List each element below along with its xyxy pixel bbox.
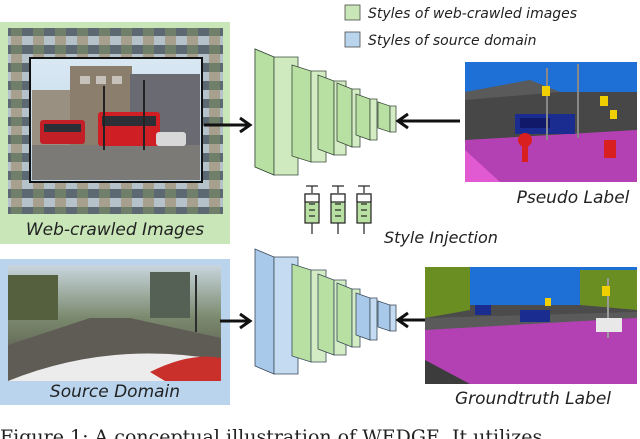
source-domain-panel: Source Domain (0, 259, 230, 405)
legend-swatch-source (344, 31, 361, 48)
syringe-icon (330, 185, 346, 234)
source-block-3 (317, 273, 335, 356)
style-injection-label: Style Injection (384, 228, 498, 247)
source-block-2 (291, 263, 312, 363)
legend-label-source: Styles of source domain (368, 33, 537, 49)
web-block-4 (336, 82, 353, 148)
network-web (254, 48, 397, 176)
syringe-group: Style Injection (304, 185, 498, 247)
source-block-6 (377, 300, 391, 332)
legend-label-web: Styles of web-crawled images (368, 6, 577, 22)
groundtruth-label-caption: Groundtruth Label (455, 389, 611, 409)
network-source (254, 248, 397, 375)
pseudo-label-map (465, 62, 637, 182)
web-crawled-panel: Web-crawled Images (0, 22, 230, 244)
syringe-icon (356, 185, 372, 234)
syringe-icon (304, 185, 320, 234)
source-block-5 (355, 292, 371, 341)
web-crawled-label: Web-crawled Images (26, 220, 204, 240)
source-block-4 (336, 282, 353, 348)
web-block-5 (355, 93, 371, 141)
street-photo (29, 57, 203, 183)
legend-swatch-web (344, 4, 361, 21)
source-domain-label: Source Domain (50, 382, 180, 402)
groundtruth-label-map (425, 267, 637, 384)
pseudo-label-caption: Pseudo Label (517, 188, 630, 208)
arrows (204, 112, 460, 330)
web-block-2 (291, 64, 312, 163)
source-block-1 (254, 248, 275, 375)
legend: Styles of web-crawled images Styles of s… (344, 4, 577, 49)
figure-caption: Figure 1: A conceptual illustration of W… (0, 426, 542, 439)
web-block-3 (317, 74, 335, 156)
game-frame (8, 265, 221, 381)
web-block-6 (377, 101, 391, 133)
